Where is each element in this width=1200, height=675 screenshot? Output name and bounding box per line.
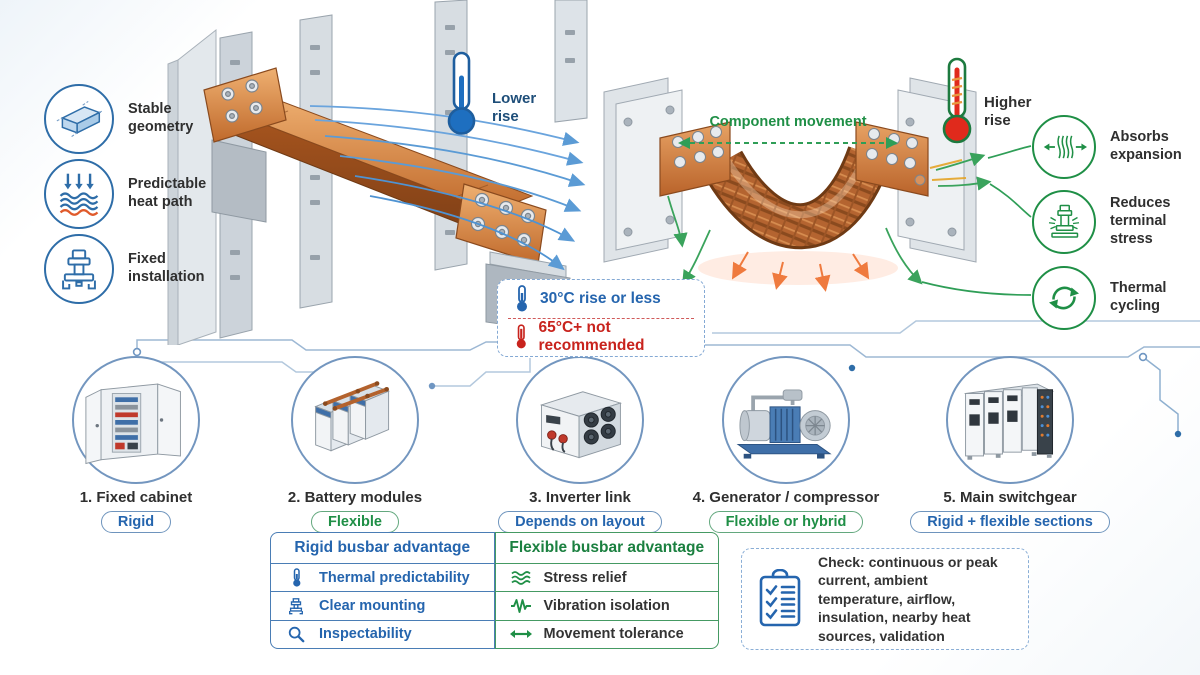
clamp-icon <box>44 234 114 304</box>
stable-geometry-icon <box>44 84 114 154</box>
feature-reduces-terminal-stress: Reduces terminal stress <box>1032 190 1200 254</box>
row-label: Vibration isolation <box>543 597 670 614</box>
thermometer-icon <box>285 567 307 588</box>
temp-warn-text: 65°C+ not recommended <box>538 319 645 355</box>
temp-ok-text: 30°C rise or less <box>540 289 661 307</box>
feature-label: Reduces terminal stress <box>1110 195 1171 247</box>
app-generator-compressor: 4. Generator / compressor Flexible or hy… <box>681 356 891 533</box>
expansion-icon <box>1032 115 1096 179</box>
app-badge: Flexible <box>311 511 399 533</box>
table-row: Vibration isolation <box>495 591 718 619</box>
row-label: Clear mounting <box>319 597 426 614</box>
vibration-waveform-icon <box>510 596 532 616</box>
row-label: Movement tolerance <box>543 626 684 643</box>
switchgear-image <box>946 356 1074 484</box>
inverter-image <box>516 356 644 484</box>
flexible-busbar-illustration <box>603 77 992 292</box>
app-badge: Rigid + flexible sections <box>910 511 1110 533</box>
rigid-advantage-column: Rigid busbar advantage Thermal predictab… <box>270 532 495 649</box>
low-rise-label: Lower rise <box>492 90 537 125</box>
feature-fixed-installation: Fixed installation <box>44 234 224 304</box>
mount-icon <box>285 596 307 616</box>
app-main-switchgear: 5. Main switchgear Rigid + flexible sect… <box>905 356 1115 533</box>
magnifier-icon <box>285 624 307 644</box>
feature-label: Absorbs expansion <box>1110 129 1182 163</box>
row-label: Thermal predictability <box>319 569 470 586</box>
temperature-guidance-box: 30°C rise or less 65°C+ not recommended <box>497 279 705 357</box>
feature-absorbs-expansion: Absorbs expansion <box>1032 115 1200 179</box>
battery-modules-image <box>291 356 419 484</box>
table-row: Thermal predictability <box>271 563 494 591</box>
flexible-advantage-column: Flexible busbar advantage Stress relief <box>494 532 719 649</box>
feature-label: Stable geometry <box>128 101 194 135</box>
heat-path-icon <box>44 159 114 229</box>
app-name: 5. Main switchgear <box>943 489 1077 506</box>
feature-label: Thermal cycling <box>1110 280 1167 314</box>
fixed-cabinet-image <box>72 356 200 484</box>
stress-relief-waves-icon <box>510 568 532 588</box>
table-row: Inspectability <box>271 619 494 648</box>
checklist-text: Check: continuous or peak current, ambie… <box>818 553 998 644</box>
low-rise-thermometer-icon <box>447 51 476 135</box>
component-movement-label: Component movement <box>709 114 867 130</box>
row-label: Stress relief <box>543 569 627 586</box>
app-name: 1. Fixed cabinet <box>79 489 193 506</box>
rigid-header: Rigid busbar advantage <box>294 539 471 556</box>
app-fixed-cabinet: 1. Fixed cabinet Rigid <box>31 356 241 533</box>
feature-stable-geometry: Stable geometry <box>44 84 224 154</box>
table-row: Clear mounting <box>271 591 494 619</box>
generator-image <box>722 356 850 484</box>
feature-heat-path: Predictable heat path <box>44 159 224 229</box>
feature-label: Fixed installation <box>128 251 205 285</box>
feature-label: Predictable heat path <box>128 176 207 210</box>
feature-thermal-cycling: Thermal cycling <box>1032 266 1200 330</box>
blue-thermometer-icon <box>517 284 527 312</box>
app-name: 2. Battery modules <box>287 489 423 506</box>
row-label: Inspectability <box>319 626 412 643</box>
app-inverter-link: 3. Inverter link Depends on layout <box>475 356 685 533</box>
table-row: Movement tolerance <box>495 619 718 648</box>
table-row: Stress relief <box>495 563 718 591</box>
high-rise-label: Higher rise <box>984 94 1032 129</box>
app-name: 3. Inverter link <box>529 489 631 506</box>
advantage-comparison-table: Rigid busbar advantage Thermal predictab… <box>270 532 719 649</box>
app-badge: Depends on layout <box>498 511 662 533</box>
thermal-cycling-icon <box>1032 266 1096 330</box>
temp-divider <box>508 317 694 319</box>
app-badge: Flexible or hybrid <box>708 511 864 533</box>
app-battery-modules: 2. Battery modules Flexible <box>250 356 460 533</box>
flexible-header: Flexible busbar advantage <box>509 539 705 556</box>
app-name: 4. Generator / compressor <box>692 489 880 506</box>
checklist-box: Check: continuous or peak current, ambie… <box>741 548 1029 650</box>
double-arrow-icon <box>509 624 532 644</box>
high-rise-thermometer-icon <box>942 57 972 144</box>
red-thermometer-icon <box>516 324 526 349</box>
app-badge: Rigid <box>100 511 172 533</box>
terminal-stress-icon <box>1032 190 1096 254</box>
clipboard-icon <box>759 569 801 627</box>
